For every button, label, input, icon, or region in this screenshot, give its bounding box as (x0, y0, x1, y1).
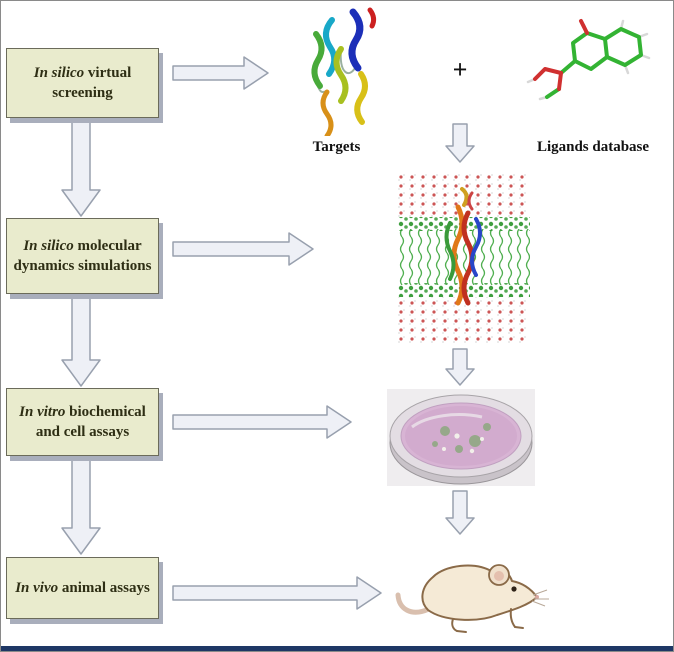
step-label-rest: virtual screening (52, 64, 132, 101)
step-box-invivo-assays: In vivo animal assays (6, 557, 159, 619)
arrow-step2-to-step3 (61, 296, 101, 387)
step-label-italic: In vitro (19, 403, 66, 420)
arrow-petri-to-mouse (445, 490, 475, 535)
arrow-virtual-screening-to-targets (172, 56, 269, 90)
step-label: In silico virtual screening (13, 63, 152, 104)
targets-caption: Targets (312, 139, 361, 155)
arrow-invivo-box-to-mouse (172, 576, 382, 610)
md-simulation-image (398, 173, 530, 343)
ligand-molecule-image (526, 19, 651, 101)
step-label-rest: biochemical and cell assays (35, 403, 146, 440)
plus-sign: + (452, 55, 468, 84)
step-label-italic: In silico (33, 64, 85, 81)
bottom-accent-bar (1, 646, 673, 651)
arrow-step3-to-step4 (61, 457, 101, 555)
step-label-italic: In vivo (15, 579, 59, 596)
step-label-rest: molecular dynamics simulations (13, 237, 152, 274)
protein-structure-image (311, 7, 377, 136)
arrow-ligands-to-md (445, 123, 475, 163)
petri-dish-image (387, 389, 535, 486)
step-label-italic: In silico (23, 237, 74, 254)
arrow-md-to-petri (445, 348, 475, 386)
step-label: In vitro biochemical and cell assays (13, 402, 152, 443)
step-box-molecular-dynamics: In silico molecular dynamics simulations (6, 218, 159, 294)
arrow-invitro-box-to-petri (172, 405, 352, 439)
step-label: In silico molecular dynamics simulations (13, 236, 152, 277)
step-label: In vivo animal assays (15, 578, 150, 598)
step-box-invitro-assays: In vitro biochemical and cell assays (6, 388, 159, 456)
step-box-virtual-screening: In silico virtual screening (6, 48, 159, 118)
mouse-image (395, 564, 549, 633)
arrow-step1-to-step2 (61, 119, 101, 217)
arrow-md-box-to-md-image (172, 232, 314, 266)
step-label-rest: animal assays (61, 579, 150, 596)
ligands-database-caption: Ligands database (536, 139, 650, 155)
